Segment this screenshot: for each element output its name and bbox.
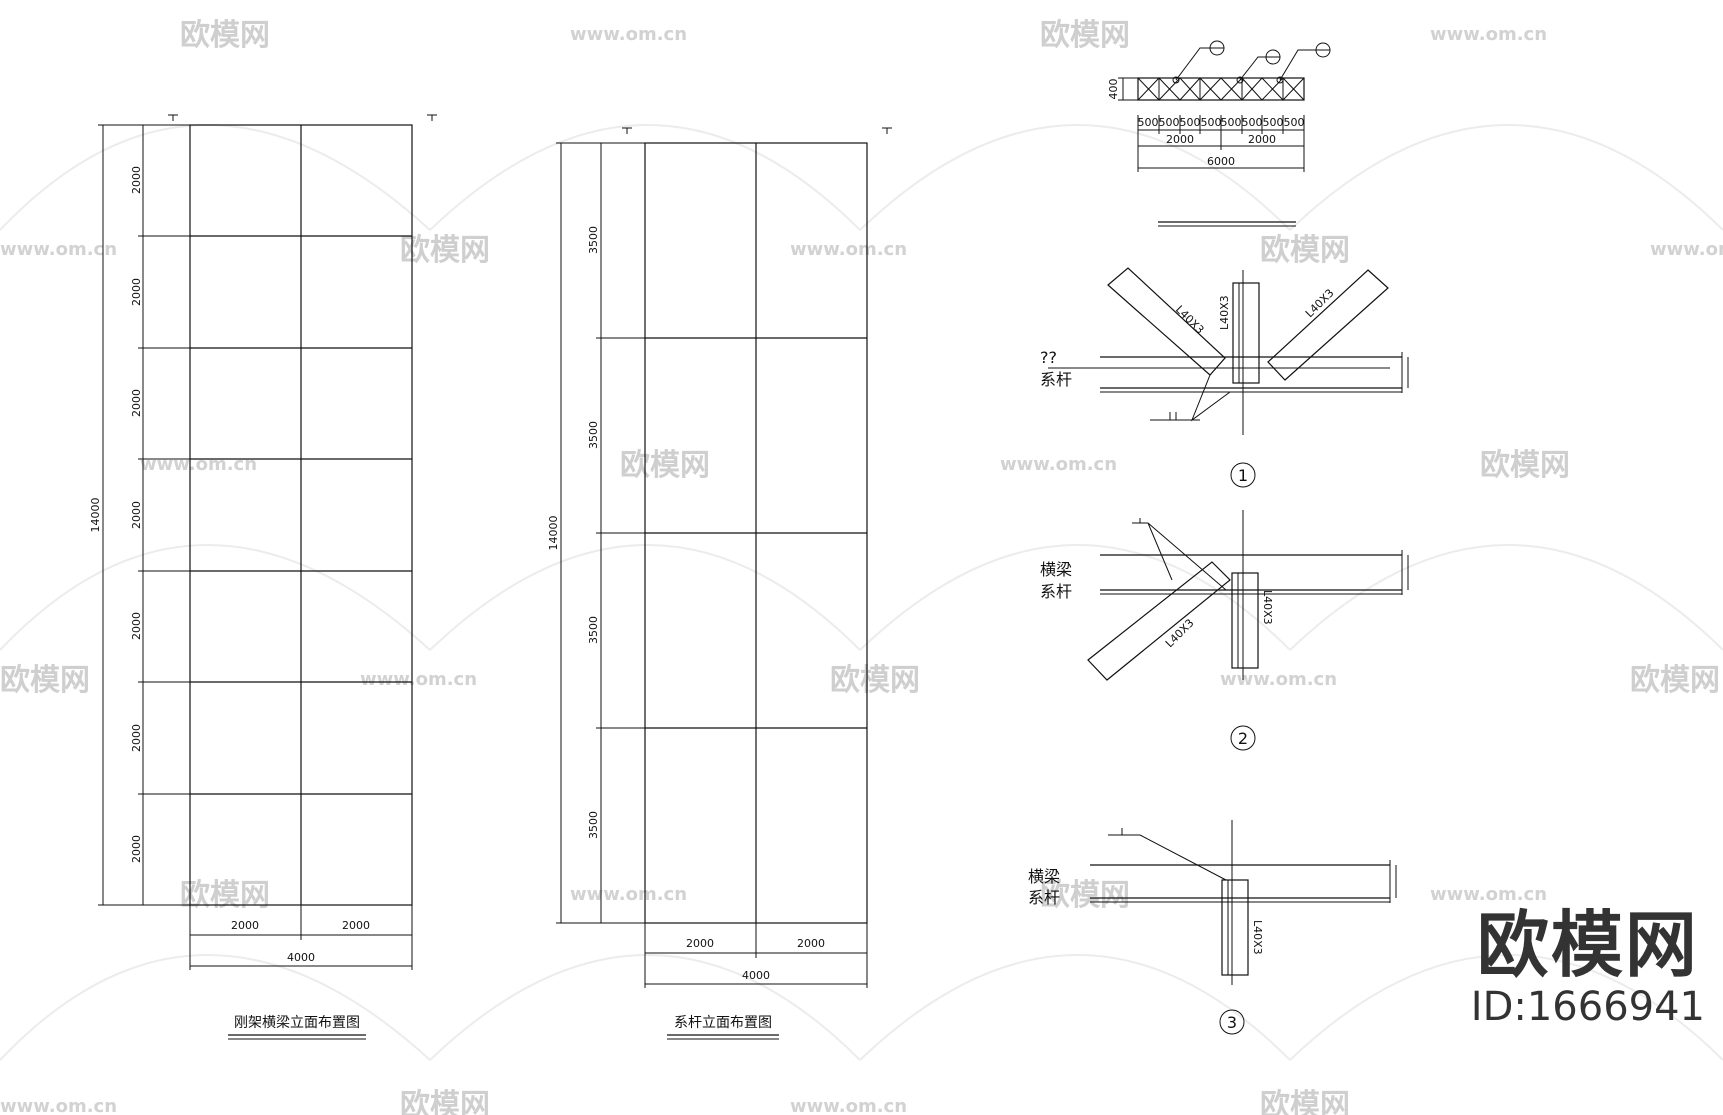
total-height-dim: 14000 (547, 516, 560, 551)
section-mark (882, 127, 892, 134)
watermark-brand: 欧模网 (1040, 878, 1130, 913)
member-label: L40X3 (1173, 303, 1207, 337)
watermark-brand: 欧模网 (830, 663, 920, 698)
brand-id: ID:1666941 (1470, 984, 1705, 1030)
member-label: L40X3 (1218, 295, 1231, 330)
watermark-url: www.om.cn (0, 239, 117, 260)
brand-name: 欧模网 (1476, 903, 1699, 987)
bay-dim: 3500 (587, 616, 600, 644)
panel-dim: 500 (1221, 116, 1242, 129)
panel-dim: 500 (1138, 116, 1159, 129)
vertical-angle (1231, 572, 1259, 669)
label-a: 横梁 (1040, 560, 1072, 579)
watermark-arcs (0, 124, 1723, 1061)
vertical-angle (1221, 879, 1249, 976)
panel-dim: 500 (1180, 116, 1201, 129)
watermark-brand-block: 欧模网 ID:1666941 (1471, 905, 1705, 1029)
section-mark (427, 114, 437, 121)
left-diagonal-angle (1107, 267, 1226, 376)
detail-number: 2 (1238, 729, 1248, 748)
total-width-dim: 4000 (742, 969, 770, 982)
panel-dim: 500 (1159, 116, 1180, 129)
vertical-angle (1232, 282, 1260, 384)
watermark-brand: 欧模网 (180, 18, 270, 53)
watermark-url: www.om.cn (360, 669, 477, 690)
bay-dim: 2000 (130, 835, 143, 863)
watermark-brand: 欧模网 (1480, 448, 1570, 483)
detail-number-circle (1230, 725, 1256, 751)
col-dim: 2000 (342, 919, 370, 932)
member-label: L40X3 (1261, 590, 1274, 625)
drawing-tie-bar-elevation: 3500 3500 3500 3500 14000 2000 2000 4000… (547, 127, 892, 1040)
bay-dim: 2000 (130, 724, 143, 752)
bay-dim: 2000 (130, 278, 143, 306)
total-height-dim: 14000 (89, 498, 102, 533)
watermark-url: www.om.cn (570, 24, 687, 45)
bay-dim: 2000 (130, 612, 143, 640)
total-width-dim: 4000 (287, 951, 315, 964)
truss-chords (1137, 77, 1305, 101)
watermark-brand: 欧模网 (0, 663, 90, 698)
bay-dim: 3500 (587, 811, 600, 839)
bay-dim: 2000 (130, 389, 143, 417)
watermark-brand: 欧模网 (400, 233, 490, 268)
watermark-url: www.om.cn (790, 1096, 907, 1115)
col-dim: 2000 (797, 937, 825, 950)
detail-number-circle (1219, 1009, 1245, 1035)
drawing-title: 系杆立面布置图 (674, 1015, 772, 1031)
label-a: ?? (1040, 348, 1057, 367)
watermark-brand: 欧模网 (1630, 663, 1720, 698)
truss-height-dim: 400 (1107, 79, 1120, 100)
watermark-url: www.om.cn (0, 1096, 117, 1115)
watermark-url: www.om.cn (1650, 239, 1723, 260)
panel-dim: 500 (1263, 116, 1284, 129)
bay-dim: 3500 (587, 421, 600, 449)
drawing-frame-beam-elevation: 2000 2000 2000 2000 2000 2000 2000 14000… (89, 114, 437, 1040)
watermark-brand: 欧模网 (1260, 233, 1350, 268)
bay-dim: 2000 (130, 501, 143, 529)
watermark-url: www.om.cn (790, 239, 907, 260)
label-b: 系杆 (1040, 370, 1072, 389)
watermark-brand: 欧模网 (620, 448, 710, 483)
section-mark (622, 127, 632, 134)
panel-dim: 500 (1201, 116, 1222, 129)
bay-dim: 2000 (130, 166, 143, 194)
watermark-brand: 欧模网 (400, 1088, 490, 1115)
truss-diagram: 400 500 500 500 500 500 500 500 500 2000… (1107, 40, 1331, 227)
detail-number: 3 (1227, 1013, 1237, 1032)
truss-total-dim: 6000 (1207, 155, 1235, 168)
label-b: 系杆 (1040, 582, 1072, 601)
watermark-url: www.om.cn (570, 884, 687, 905)
watermark-url: www.om.cn (1000, 454, 1117, 475)
watermark-brand: 欧模网 (1260, 1088, 1350, 1115)
panel-dim: 500 (1284, 116, 1305, 129)
watermark-texts: 欧模网 www.om.cn 欧模网 www.om.cn www.om.cn 欧模… (0, 18, 1723, 1115)
bay-dim: 3500 (587, 226, 600, 254)
watermark-url: www.om.cn (1220, 669, 1337, 690)
half-dim: 2000 (1248, 133, 1276, 146)
watermark-brand: 欧模网 (180, 878, 270, 913)
drawing-title: 刚架横梁立面布置图 (234, 1015, 360, 1031)
col-dim: 2000 (686, 937, 714, 950)
right-diagonal-angle (1267, 269, 1389, 381)
detail-3: L40X3 横梁 系杆 3 (1028, 820, 1397, 1035)
member-label: L40X3 (1251, 920, 1264, 955)
label-b: 系杆 (1028, 888, 1060, 907)
watermark-url: www.om.cn (1430, 884, 1547, 905)
half-dim: 2000 (1166, 133, 1194, 146)
watermark-url: www.om.cn (1430, 24, 1547, 45)
watermark-brand: 欧模网 (1040, 18, 1130, 53)
detail-number: 1 (1238, 466, 1248, 485)
detail-number-circle (1230, 462, 1256, 488)
section-mark (168, 114, 178, 121)
col-dim: 2000 (231, 919, 259, 932)
label-a: 横梁 (1028, 867, 1060, 886)
watermark-url: www.om.cn (140, 454, 257, 475)
truss-web (1137, 77, 1305, 101)
diagonal-angle (1087, 561, 1231, 681)
panel-dim: 500 (1242, 116, 1263, 129)
